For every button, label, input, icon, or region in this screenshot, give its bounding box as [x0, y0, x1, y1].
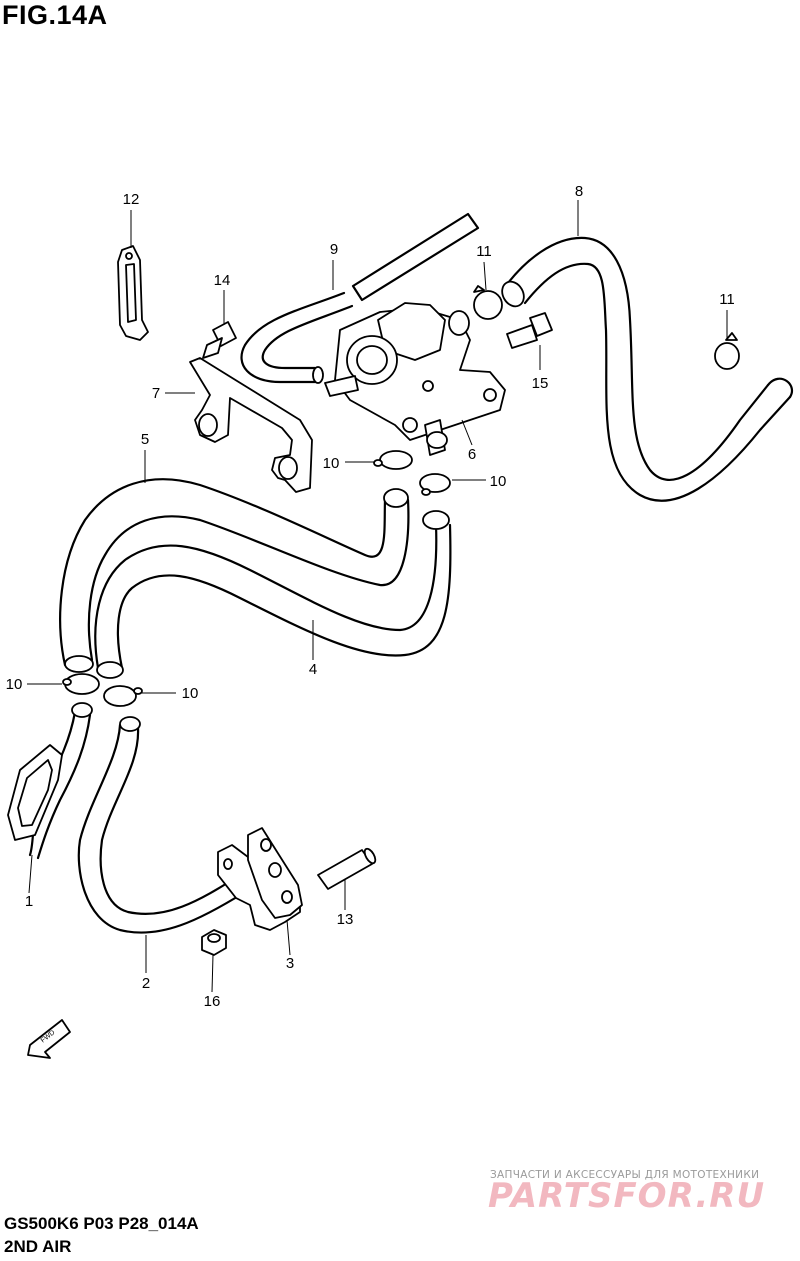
hose-4 — [94, 510, 452, 679]
callout-14: 14 — [214, 272, 231, 289]
figure-title: FIG.14A — [2, 0, 108, 30]
callout-8: 8 — [575, 183, 583, 200]
clamp-11-b — [714, 342, 740, 370]
valve-6 — [324, 302, 506, 456]
stud-13 — [317, 847, 377, 890]
callout-15: 15 — [532, 375, 549, 392]
callout-12: 12 — [123, 191, 140, 208]
bolt-14 — [202, 321, 237, 359]
hose-8 — [501, 236, 793, 502]
pipe-1 — [7, 702, 93, 860]
clamp-11-a — [473, 290, 503, 320]
callout-4: 4 — [309, 661, 317, 678]
clamp-11-b-tab — [725, 332, 738, 341]
nut-16 — [201, 929, 227, 956]
callout-16: 16 — [204, 993, 221, 1010]
callout-1: 1 — [25, 893, 33, 910]
bolt-15 — [506, 312, 553, 349]
section-name: 2ND AIR — [4, 1237, 72, 1256]
bracket-7 — [189, 357, 313, 493]
callout-13: 13 — [337, 911, 354, 928]
callout-9: 9 — [330, 241, 338, 258]
watermark-subtitle: ЗАПЧАСТИ И АКСЕССУАРЫ ДЛЯ МОТОТЕХНИКИ — [490, 1169, 760, 1181]
callout-10-c: 10 — [6, 676, 23, 693]
callout-6: 6 — [468, 446, 476, 463]
pipe-2 — [77, 716, 250, 934]
leader-lines — [27, 200, 728, 993]
clamp-10-c — [62, 673, 100, 695]
gasket-3 — [217, 827, 303, 931]
clamp-10-a — [373, 450, 413, 470]
callout-2: 2 — [142, 975, 150, 992]
hose-5 — [59, 478, 410, 673]
callout-labels: 1 2 3 4 5 6 7 8 9 10 10 10 10 11 11 12 1… — [6, 183, 735, 1010]
clamp-11-a-tab — [473, 285, 485, 293]
hose-9 — [240, 212, 480, 384]
callout-10-d: 10 — [182, 685, 199, 702]
callout-11-a: 11 — [476, 243, 492, 260]
callout-10-b: 10 — [490, 473, 507, 490]
clamp-10-b — [419, 473, 451, 496]
callout-5: 5 — [141, 431, 149, 448]
callout-10-a: 10 — [323, 455, 340, 472]
clamp-10-d — [103, 685, 143, 707]
clip-12 — [117, 245, 149, 341]
fwd-arrow-icon: FWD — [27, 1019, 71, 1059]
model-code: GS500K6 P03 P28_014A — [4, 1214, 199, 1233]
watermark-logo: PARTSFOR.RU — [488, 1176, 766, 1216]
callout-3: 3 — [286, 955, 294, 972]
callout-11-b: 11 — [719, 291, 735, 308]
callout-7: 7 — [152, 385, 160, 402]
